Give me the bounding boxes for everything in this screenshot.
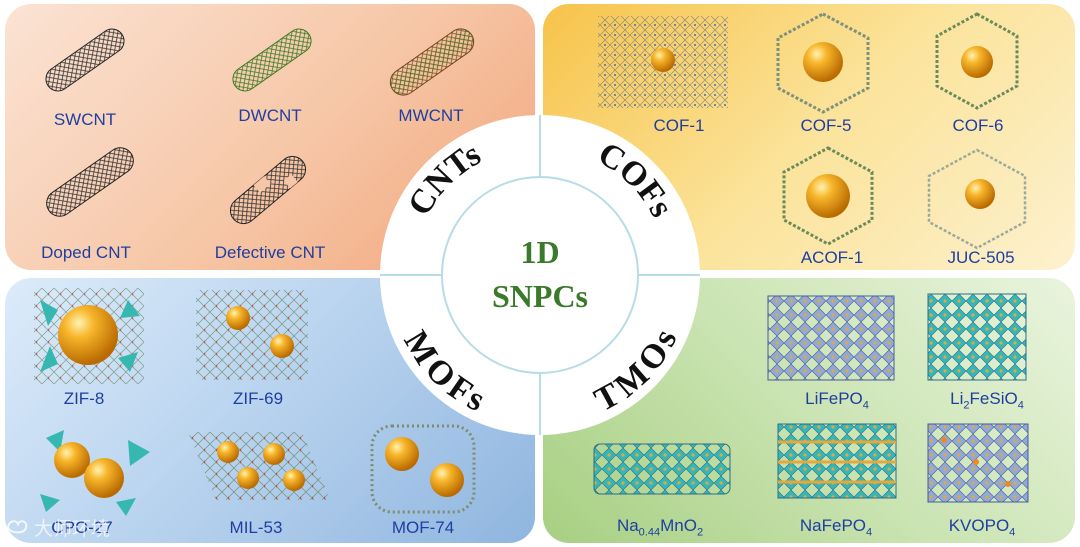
- cof1-illustration: [598, 16, 728, 108]
- mof74-illustration: [370, 424, 476, 514]
- label-doped-cnt: Doped CNT: [41, 243, 131, 262]
- zif69-illustration: [196, 290, 308, 380]
- label-mof74: MOF-74: [391, 518, 455, 537]
- label-defective-cnt: Defective CNT: [214, 243, 326, 262]
- label-cof6: COF-6: [952, 116, 1004, 135]
- cof6-illustration: [935, 12, 1019, 110]
- label-swcnt: SWCNT: [53, 110, 117, 129]
- center-title-line2: SNPCs: [492, 278, 588, 314]
- label-juc505: JUC-505: [947, 248, 1015, 267]
- kvopo4-illustration: [927, 423, 1029, 503]
- label-na044mno2: Na0.44MnO2: [616, 516, 704, 539]
- juc505-illustration: [927, 148, 1027, 250]
- cpo27-illustration: [40, 430, 150, 516]
- label-zif8: ZIF-8: [63, 389, 105, 408]
- label-kvopo4: KVOPO4: [948, 516, 1016, 539]
- acof1-illustration: [782, 146, 874, 246]
- li2fesio4-illustration: [927, 293, 1027, 381]
- dwcnt-illustration: [232, 28, 312, 92]
- label-cof5: COF-5: [800, 116, 852, 135]
- label-mil53: MIL-53: [229, 518, 283, 537]
- mwcnt-illustration: [389, 28, 475, 96]
- nafepo4-illustration: [777, 423, 897, 499]
- cof5-illustration: [776, 12, 870, 114]
- label-li2fesio4: Li2FeSiO4: [950, 389, 1024, 412]
- label-acof1: ACOF-1: [800, 248, 864, 267]
- zif8-illustration: [34, 288, 144, 384]
- swcnt-illustration: [45, 28, 125, 92]
- mil53-illustration: [188, 432, 330, 500]
- defective-cnt-illustration: [229, 155, 307, 225]
- label-zif69: ZIF-69: [232, 389, 284, 408]
- watermark: 大师环境: [4, 512, 116, 542]
- label-dwcnt: DWCNT: [238, 106, 302, 125]
- label-lifepo4: LiFePO4: [805, 389, 869, 412]
- label-cof1: COF-1: [653, 116, 705, 135]
- label-nafepo4: NaFePO4: [799, 516, 873, 539]
- watermark-logo-icon: [6, 520, 28, 534]
- watermark-text: 大师环境: [34, 518, 111, 540]
- lifepo4-illustration: [767, 295, 895, 381]
- outer-ring: [380, 115, 700, 435]
- label-mwcnt: MWCNT: [398, 106, 464, 125]
- label-cpo27: CPO-27: [51, 518, 113, 537]
- na044mno2-illustration: [593, 443, 731, 495]
- center-title-line1: 1D: [520, 234, 559, 270]
